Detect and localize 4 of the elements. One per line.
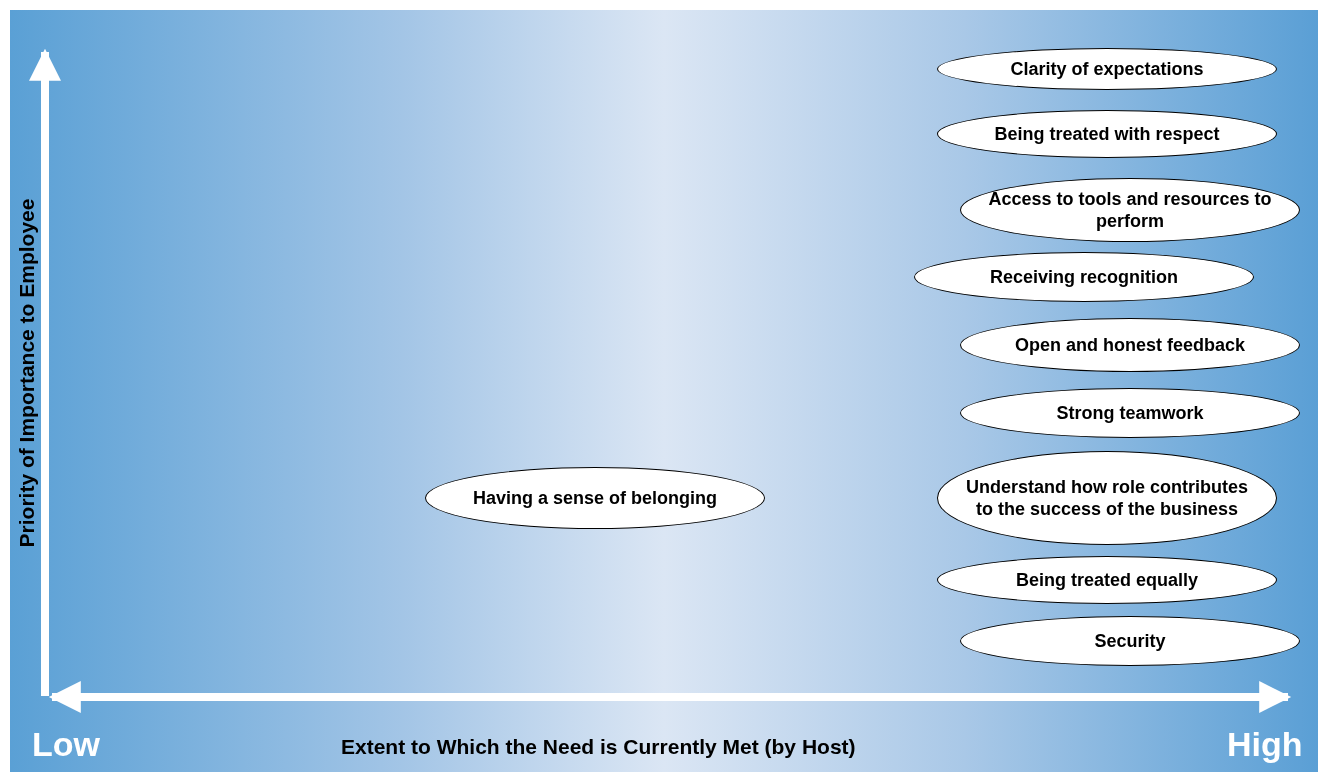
- y-axis-title: Priority of Importance to Employee: [15, 197, 39, 550]
- axis-high-label: High: [1227, 725, 1303, 763]
- x-axis-title: Extent to Which the Need is Currently Met (by Host): [341, 735, 856, 759]
- axis-low-label: Low: [32, 725, 100, 763]
